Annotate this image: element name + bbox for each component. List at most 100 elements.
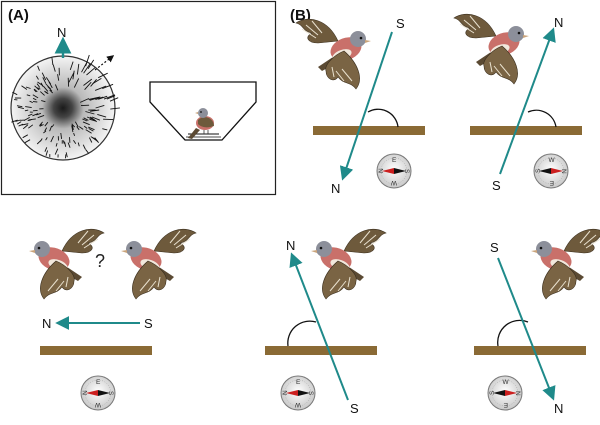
field-line (85, 149, 90, 154)
field-line (86, 67, 96, 76)
scene-5: S N W E S N (474, 228, 600, 416)
arrow-end-label: N (331, 181, 340, 196)
field-line (97, 113, 107, 118)
field-line (17, 106, 25, 110)
field-line (25, 86, 31, 89)
field-line (21, 123, 29, 126)
field-line (109, 97, 119, 102)
panel-a-label: (A) (8, 7, 29, 24)
field-line (69, 61, 74, 71)
flying-bird (295, 18, 372, 90)
perched-bird (188, 108, 214, 139)
compass-bottom: W (294, 401, 301, 408)
field-line (25, 106, 32, 109)
arrow-end-label: N (42, 316, 51, 331)
compass-bottom: E (549, 179, 554, 186)
heading-arrow (289, 252, 349, 401)
arrow-end-label: N (286, 238, 295, 253)
needle-red (286, 390, 298, 396)
field-line (54, 148, 59, 155)
scene-3: ? S N E W N S (28, 228, 197, 411)
field-line (32, 113, 39, 117)
compass-bottom: W (390, 179, 397, 186)
compass-top: E (296, 379, 301, 386)
compass: E W N S (280, 375, 316, 411)
field-line (83, 125, 88, 129)
field-line (33, 88, 38, 93)
arrow-start-label: S (490, 240, 499, 255)
heading-arrow (497, 257, 556, 401)
field-line (52, 64, 56, 72)
compass-right: S (403, 169, 410, 174)
needle-black (539, 168, 551, 174)
field-line (82, 144, 86, 150)
field-line (94, 137, 99, 143)
field-line (94, 85, 107, 91)
field-line (110, 107, 120, 110)
field-line (54, 84, 59, 91)
compass-top: W (503, 379, 510, 386)
field-line (88, 96, 101, 100)
field-line (39, 124, 44, 127)
field-line (33, 89, 37, 93)
compass: W E S N (487, 375, 523, 411)
field-line (43, 130, 47, 134)
field-line (36, 83, 41, 88)
field-line (40, 91, 45, 96)
needle-black (394, 168, 406, 174)
field-line (36, 112, 42, 116)
field-line (71, 125, 74, 133)
field-line (73, 132, 76, 137)
field-line (51, 57, 54, 66)
compass-left: S (535, 168, 542, 173)
field-line (30, 118, 36, 121)
field-line (76, 63, 80, 75)
question-mark: ? (95, 251, 105, 271)
compass-left: S (489, 390, 496, 395)
field-line (23, 117, 30, 121)
field-line (102, 83, 114, 90)
field-line (83, 78, 93, 86)
field-line (55, 142, 58, 147)
scene-1: S N E W N S (295, 16, 425, 196)
field-line (89, 97, 100, 101)
angle-arc (527, 109, 557, 128)
field-line (67, 142, 71, 148)
field-line (41, 72, 47, 81)
compass-right: N (514, 391, 521, 396)
needle-red (505, 390, 517, 396)
arrow-start-label: S (350, 401, 359, 416)
field-line (68, 72, 75, 83)
field-line (85, 54, 90, 67)
scene-2: S N W E S N (453, 13, 582, 193)
compass-bottom: W (94, 401, 101, 408)
field-line (86, 116, 95, 121)
field-line (88, 128, 94, 132)
field-line (28, 124, 34, 129)
angle-arc (367, 108, 399, 128)
field-line (22, 134, 29, 139)
field-line (15, 119, 21, 122)
field-line (45, 137, 48, 141)
heading-arrow (339, 31, 393, 181)
perch-platform (313, 126, 425, 135)
field-line (95, 96, 104, 101)
field-line (73, 78, 80, 88)
field-line (45, 83, 52, 90)
perch-platform (265, 346, 377, 355)
compass: E W N S (376, 153, 412, 189)
flying-bird (530, 228, 600, 300)
compass-left: N (82, 390, 89, 395)
perch-platform (474, 346, 586, 355)
field-line (41, 100, 46, 103)
field-line (45, 77, 52, 85)
field-line (88, 137, 93, 143)
field-line (88, 126, 95, 131)
field-line (89, 118, 96, 122)
compass-right: S (307, 391, 314, 396)
field-line (26, 94, 31, 97)
needle-black (298, 390, 310, 396)
field-line (65, 152, 68, 158)
compass: W E S N (533, 153, 569, 189)
field-line (90, 109, 100, 112)
